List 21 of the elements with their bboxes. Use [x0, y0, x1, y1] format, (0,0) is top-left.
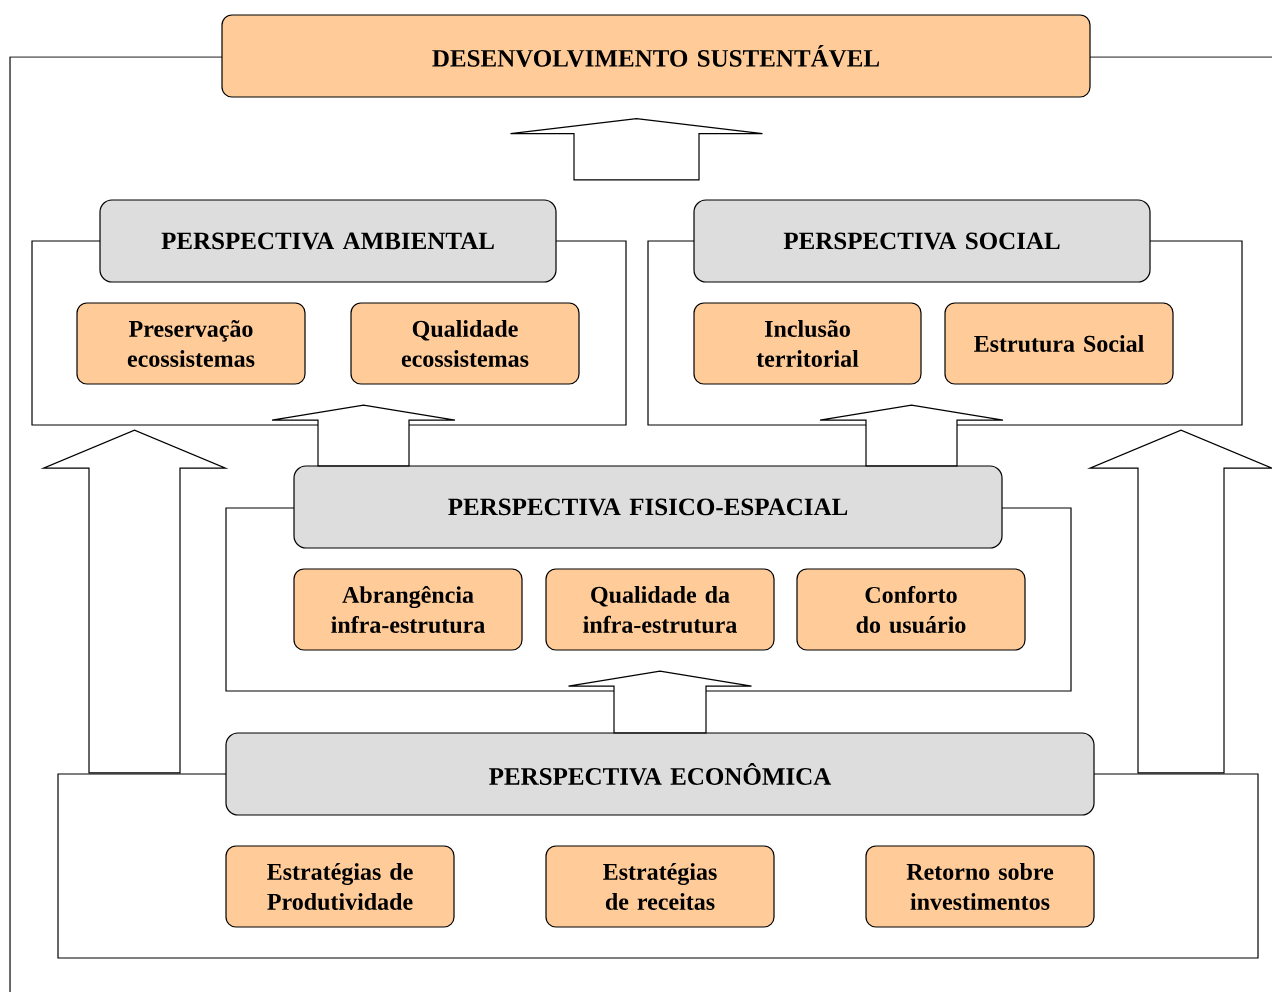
heading-box: PERSPECTIVA FISICO-ESPACIAL: [293, 465, 1003, 549]
title-box: DESENVOLVIMENTO SUSTENTÁVEL: [221, 14, 1091, 98]
block-arrow: [509, 117, 764, 181]
factor-box: Retorno sobre investimentos: [865, 845, 1095, 928]
factor-box: Estrutura Social: [944, 302, 1174, 385]
heading-box: PERSPECTIVA SOCIAL: [693, 199, 1151, 283]
heading-box: PERSPECTIVA ECONÔMICA: [225, 732, 1095, 816]
block-arrow: [567, 670, 753, 734]
heading-box: PERSPECTIVA AMBIENTAL: [99, 199, 557, 283]
factor-box: Estratégias de Produtividade: [225, 845, 455, 928]
block-arrow: [1087, 429, 1272, 774]
block-arrow: [271, 404, 456, 467]
factor-box: Inclusão territorial: [693, 302, 922, 385]
factor-box: Abrangência infra-estrutura: [293, 568, 523, 651]
block-arrow: [819, 404, 1004, 467]
factor-box: Conforto do usuário: [796, 568, 1026, 651]
factor-box: Qualidade ecossistemas: [350, 302, 580, 385]
block-arrow: [40, 429, 229, 774]
factor-box: Qualidade da infra-estrutura: [545, 568, 775, 651]
factor-box: Estratégias de receitas: [545, 845, 775, 928]
factor-box: Preservação ecossistemas: [76, 302, 306, 385]
